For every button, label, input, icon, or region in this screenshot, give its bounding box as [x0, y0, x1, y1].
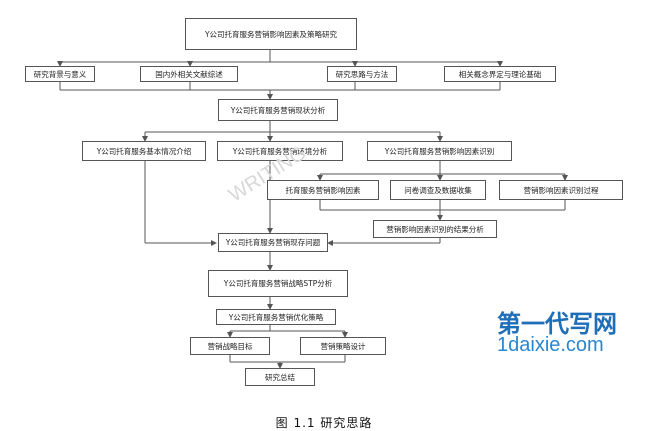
node-process: 营销影响因素识别过程: [499, 180, 623, 200]
node-method: 研究思路与方法: [327, 66, 397, 82]
node-intro: Y公司托育服务基本情况介绍: [82, 141, 206, 161]
node-theory: 相关概念界定与理论基础: [444, 66, 556, 82]
node-top: Y公司托育服务营销影响因素及策略研究: [185, 18, 357, 50]
node-status: Y公司托育服务营销现状分析: [218, 99, 338, 121]
node-problems: Y公司托育服务营销现存问题: [218, 233, 328, 252]
watermark-logo: 第一代写网: [497, 311, 617, 338]
node-summary: 研究总结: [245, 368, 315, 386]
node-environment: Y公司托育服务营销环境分析: [217, 141, 343, 161]
watermark-url: 1daixie.com: [497, 334, 604, 356]
node-factor-id: Y公司托育服务营销影响因素识别: [367, 141, 512, 161]
node-factors: 托育服务营销影响因素: [267, 180, 379, 200]
node-optimize: Y公司托育服务营销优化策略: [216, 309, 336, 325]
node-stp: Y公司托育服务营销战略STP分析: [208, 270, 348, 297]
node-goal: 营销战略目标: [190, 337, 270, 355]
node-design: 营销策略设计: [300, 337, 386, 355]
node-result: 营销影响因素识别的结果分析: [373, 220, 497, 238]
figure-caption: 图 1.1 研究思路: [275, 416, 373, 430]
node-literature: 国内外相关文献综述: [140, 66, 238, 82]
node-background: 研究背景与意义: [25, 66, 95, 82]
node-survey: 问卷调查及数据收集: [390, 180, 486, 200]
